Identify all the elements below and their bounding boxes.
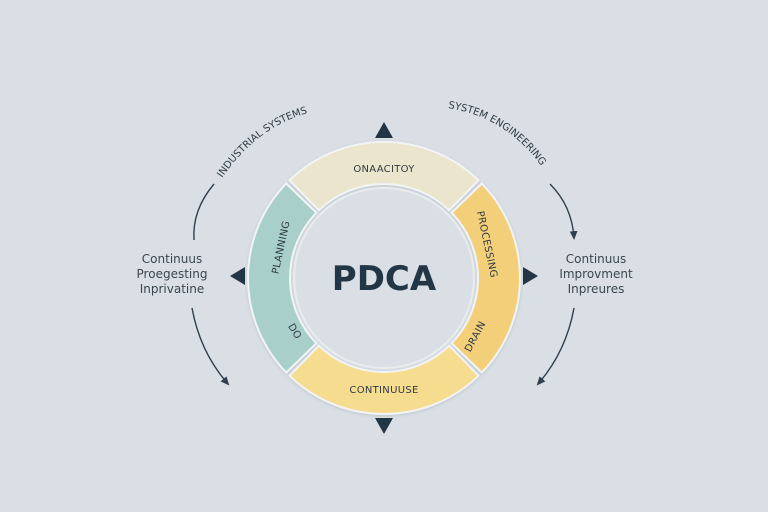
arrow-right-lower-icon — [536, 307, 575, 386]
segment-label-top: ONAACITOY — [353, 164, 415, 175]
segment-right — [450, 182, 521, 374]
pointer-bottom-icon — [375, 418, 393, 434]
side-label-right-1: Continuus — [566, 252, 626, 266]
pointer-top-icon — [375, 122, 393, 138]
segment-top — [288, 141, 480, 212]
arrow-left-upper-icon — [193, 183, 215, 241]
side-label-left-1: Continuus — [142, 252, 202, 266]
pointer-left-icon — [230, 267, 245, 285]
arc-label-top-right: SYSTEM ENGINEERING — [448, 100, 548, 168]
side-label-right-2: Improvment — [559, 267, 633, 281]
arrow-left-lower-icon — [191, 307, 230, 386]
side-label-right-3: Inpreures — [568, 282, 625, 296]
side-label-left-2: Proegesting — [137, 267, 208, 281]
center-title: PDCA — [332, 259, 437, 299]
arrow-right-upper-icon — [549, 183, 578, 240]
pointer-right-icon — [523, 267, 538, 285]
segment-left — [247, 182, 318, 374]
pdca-ring — [247, 141, 521, 415]
arc-label-top-left: INDUSTRIAL SYSTEMS — [215, 105, 308, 179]
side-label-left-3: Inprivatine — [140, 282, 205, 296]
segment-bottom — [288, 344, 480, 415]
center-circle — [293, 187, 475, 369]
segment-label-bottom: CONTINUUSE — [349, 385, 418, 396]
